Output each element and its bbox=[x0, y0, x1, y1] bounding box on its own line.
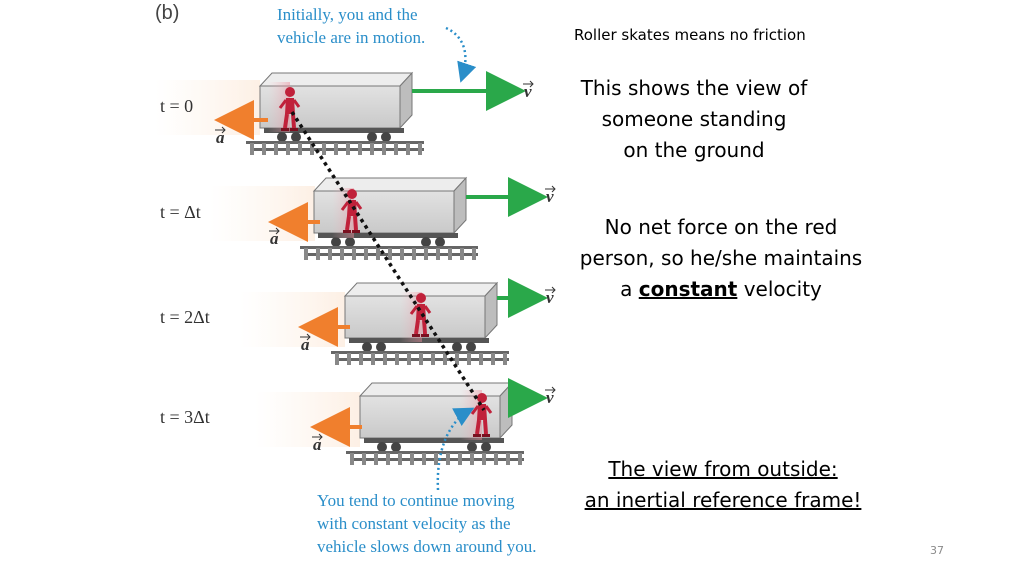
text-line: on the ground bbox=[623, 138, 765, 162]
time-label: t = 0 bbox=[160, 96, 194, 116]
caption-line: vehicle slows down around you. bbox=[317, 537, 537, 556]
text-line: an inertial reference frame! bbox=[584, 488, 862, 512]
velocity-label: v bbox=[546, 187, 554, 206]
train-car-t1 bbox=[299, 177, 479, 261]
view-text: This shows the view of someone standing … bbox=[560, 73, 828, 166]
velocity-label: v bbox=[546, 388, 554, 407]
caption-line: Initially, you and the bbox=[277, 5, 418, 24]
text-line: No net force on the red bbox=[604, 215, 838, 239]
text-line: someone standing bbox=[601, 107, 787, 131]
motion-trail bbox=[255, 392, 360, 447]
text-line: person, so he/she maintains bbox=[579, 246, 863, 270]
accel-label: a bbox=[216, 128, 225, 147]
accel-label: a bbox=[313, 435, 322, 454]
accel-label: a bbox=[270, 229, 279, 248]
motion-trail bbox=[240, 292, 345, 347]
panel-label: (b) bbox=[155, 2, 180, 24]
friction-note: Roller skates means no friction bbox=[574, 26, 806, 44]
velocity-label: v bbox=[524, 82, 532, 101]
slide-number: 37 bbox=[930, 544, 944, 557]
time-label: t = 3Δt bbox=[160, 407, 210, 427]
caption-bottom: You tend to continue moving with constan… bbox=[317, 489, 537, 558]
force-text: No net force on the red person, so he/sh… bbox=[566, 212, 876, 305]
caption-line: You tend to continue moving bbox=[317, 491, 515, 510]
caption-pointer-top bbox=[445, 26, 477, 83]
text-fragment: a bbox=[620, 277, 639, 301]
time-label: t = 2Δt bbox=[160, 307, 210, 327]
trajectory-line bbox=[290, 111, 486, 411]
text-line: a constant velocity bbox=[566, 274, 876, 305]
caption-line: vehicle are in motion. bbox=[277, 28, 426, 47]
velocity-label: v bbox=[546, 288, 554, 307]
vector-labels: v v v v a a a a bbox=[215, 80, 556, 454]
text-fragment: velocity bbox=[737, 277, 822, 301]
text-line: The view from outside: bbox=[608, 457, 838, 481]
inertial-text: The view from outside: an inertial refer… bbox=[566, 454, 880, 516]
motion-trail bbox=[210, 186, 315, 241]
accel-label: a bbox=[301, 335, 310, 354]
train-car-t3 bbox=[345, 382, 525, 466]
time-label: t = Δt bbox=[160, 202, 201, 222]
caption-pointer-bottom bbox=[436, 407, 475, 491]
caption-line: with constant velocity as the bbox=[317, 514, 511, 533]
text-line: This shows the view of bbox=[580, 76, 808, 100]
emphasis-constant: constant bbox=[638, 277, 738, 301]
caption-top: Initially, you and the vehicle are in mo… bbox=[277, 3, 425, 49]
